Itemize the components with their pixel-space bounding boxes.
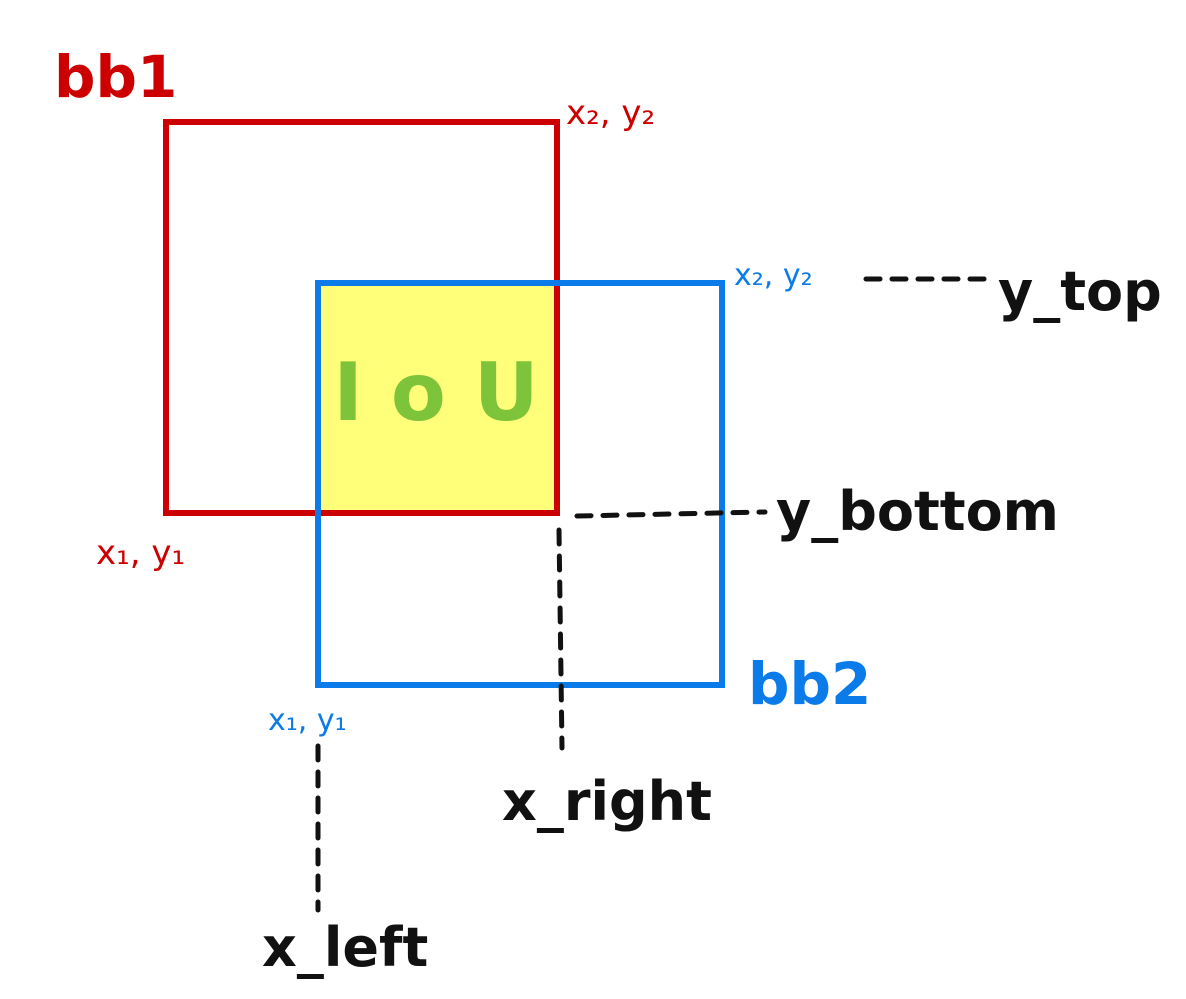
bb2-box — [315, 280, 725, 688]
y-top-label: y_top — [998, 260, 1162, 323]
x-right-label: x_right — [502, 770, 712, 833]
y-bottom-label: y_bottom — [776, 480, 1059, 543]
y-bottom-guide — [574, 509, 768, 519]
bb1-label: bb1 — [54, 43, 177, 111]
x-left-label: x_left — [262, 916, 428, 979]
x-right-guide — [556, 527, 565, 751]
bb1-corner-max-label: x₂, y₂ — [566, 93, 655, 133]
intersection-area — [318, 283, 557, 513]
bb1-corner-min-label: x₁, y₁ — [96, 533, 185, 573]
bb2-corner-max-label: x₂, y₂ — [734, 258, 813, 293]
iou-label: I o U — [333, 346, 538, 439]
bb2-corner-min-label: x₁, y₁ — [268, 703, 347, 738]
bb2-label: bb2 — [748, 650, 871, 718]
bb1-box — [163, 119, 560, 516]
